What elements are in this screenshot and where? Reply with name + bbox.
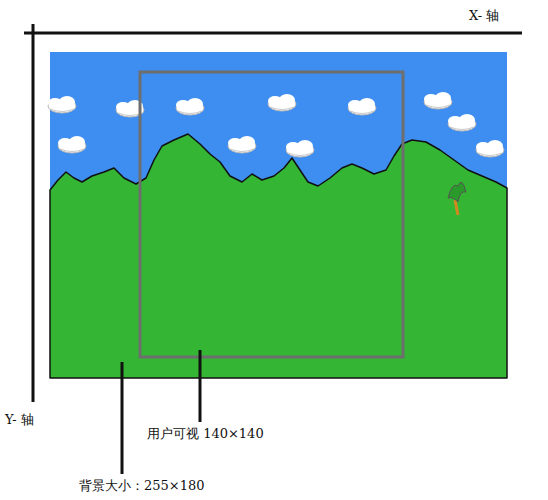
dimension-label: 背景大小：255×180 [78, 478, 206, 494]
y-axis [32, 24, 35, 402]
x-axis [24, 32, 522, 35]
leader-line [121, 362, 124, 474]
dimension-label: 用户可视 140×140 [146, 426, 265, 442]
hills [50, 134, 507, 378]
axis-label: Y- 轴 [4, 412, 35, 428]
sky [50, 52, 507, 378]
tree [448, 182, 466, 215]
viewport-frame [140, 72, 403, 357]
axis-label: X- 轴 [468, 8, 500, 24]
leader-line [199, 350, 202, 422]
